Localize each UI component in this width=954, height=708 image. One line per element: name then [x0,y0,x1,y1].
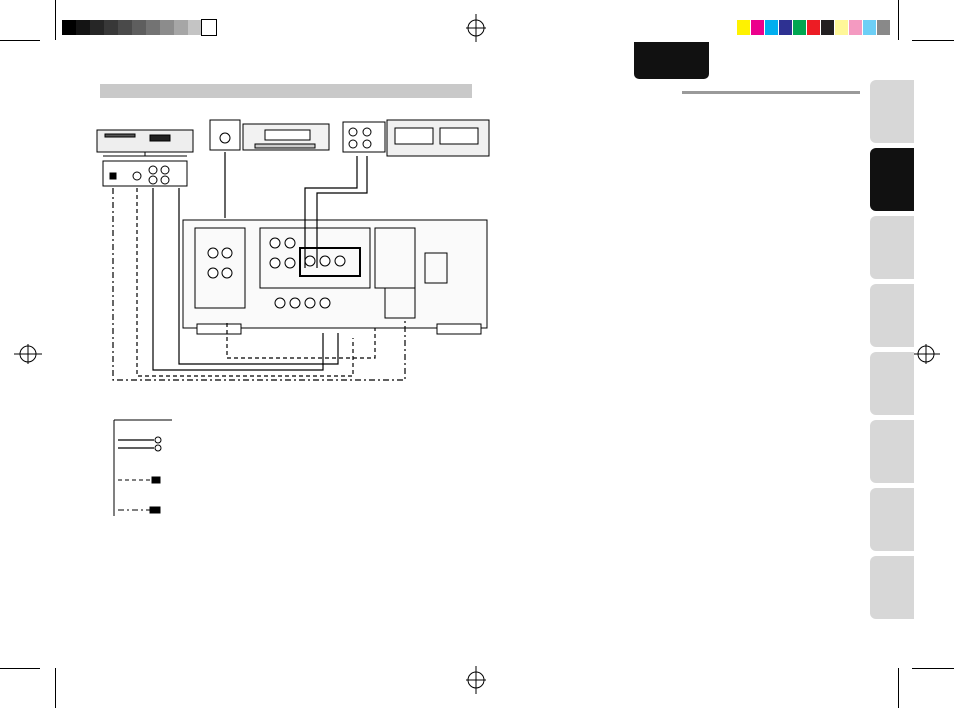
side-tab[interactable] [870,352,914,415]
grey-swatch [62,20,76,35]
cable-legend [113,419,172,516]
cables [112,152,406,381]
grey-swatch [90,20,104,35]
side-tab[interactable] [870,284,914,347]
color-swatch [821,20,834,35]
grey-swatch [118,20,132,35]
grey-swatch [104,20,118,35]
side-tab[interactable] [870,556,914,619]
side-tab[interactable] [870,420,914,483]
color-swatch [863,20,876,35]
side-tab[interactable] [870,80,914,143]
color-swatch [849,20,862,35]
color-swatch [835,20,848,35]
receiver-rear-panel-illustration [182,219,488,335]
grey-swatch [174,20,188,35]
cd-player-illustration [96,129,194,187]
side-tab[interactable] [870,148,914,211]
language-tab [634,42,709,79]
column-rule [682,91,860,94]
color-swatch [807,20,820,35]
grey-swatch [132,20,146,35]
cassette-deck-illustration [342,119,490,157]
color-swatch [751,20,764,35]
tuner-illustration [209,119,330,151]
color-swatch [793,20,806,35]
section-header-bar [100,84,472,98]
grey-swatch [146,20,160,35]
grey-swatch [76,20,90,35]
color-swatch [877,20,890,35]
color-swatch [779,20,792,35]
color-swatch [765,20,778,35]
connection-diagram [96,119,490,381]
grey-swatch [188,20,202,35]
side-tab[interactable] [870,216,914,279]
color-swatch [737,20,750,35]
grey-swatch [201,19,217,36]
grey-swatch [160,20,174,35]
side-tab[interactable] [870,488,914,551]
